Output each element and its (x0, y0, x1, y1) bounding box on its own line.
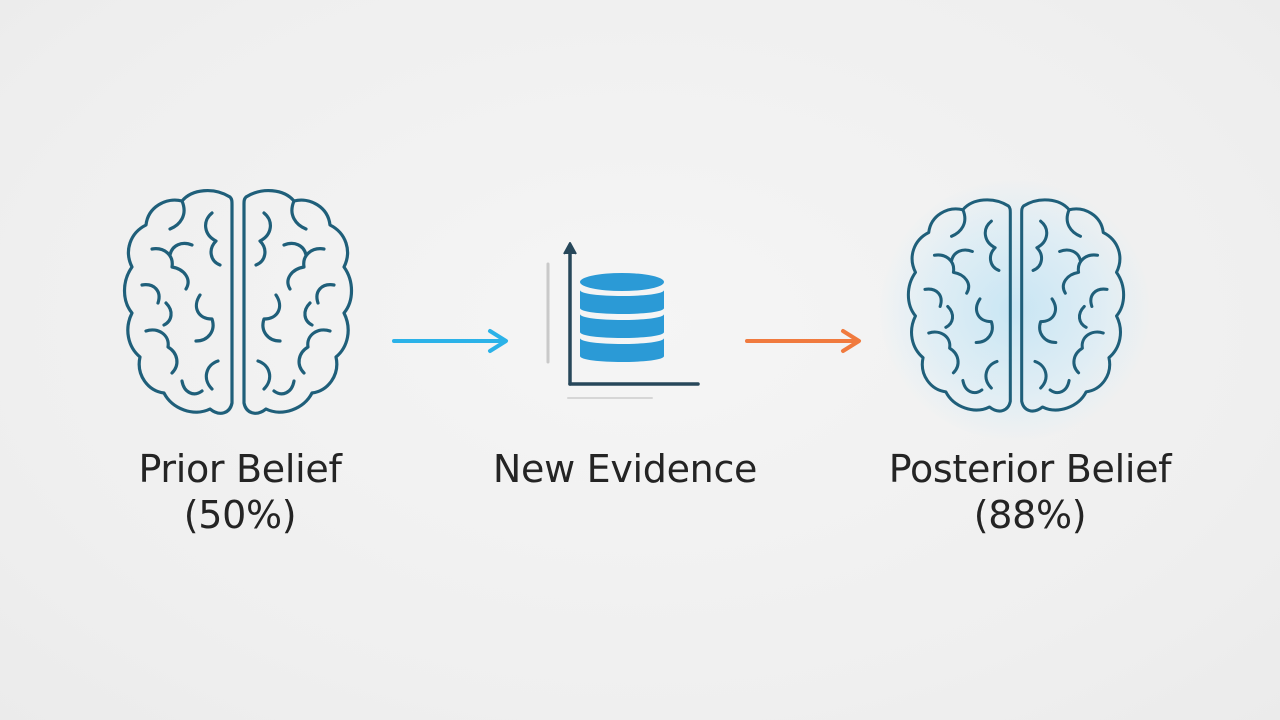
new-evidence-label: New Evidence (460, 446, 790, 492)
new-evidence-title: New Evidence (492, 447, 758, 491)
arrow-right-icon (392, 329, 508, 353)
arrow-right-icon (745, 329, 861, 353)
prior-belief-value: (50%) (183, 493, 297, 537)
prior-belief-label: Prior Belief (50%) (90, 446, 390, 538)
brain-glow (880, 180, 1150, 440)
posterior-belief-title: Posterior Belief (888, 447, 1172, 491)
prior-belief-title: Prior Belief (138, 447, 342, 491)
brain-icon (122, 189, 354, 415)
posterior-belief-label: Posterior Belief (88%) (860, 446, 1200, 538)
posterior-belief-value: (88%) (973, 493, 1087, 537)
database-chart-icon (546, 242, 700, 399)
glowing-brain-icon (906, 198, 1126, 413)
